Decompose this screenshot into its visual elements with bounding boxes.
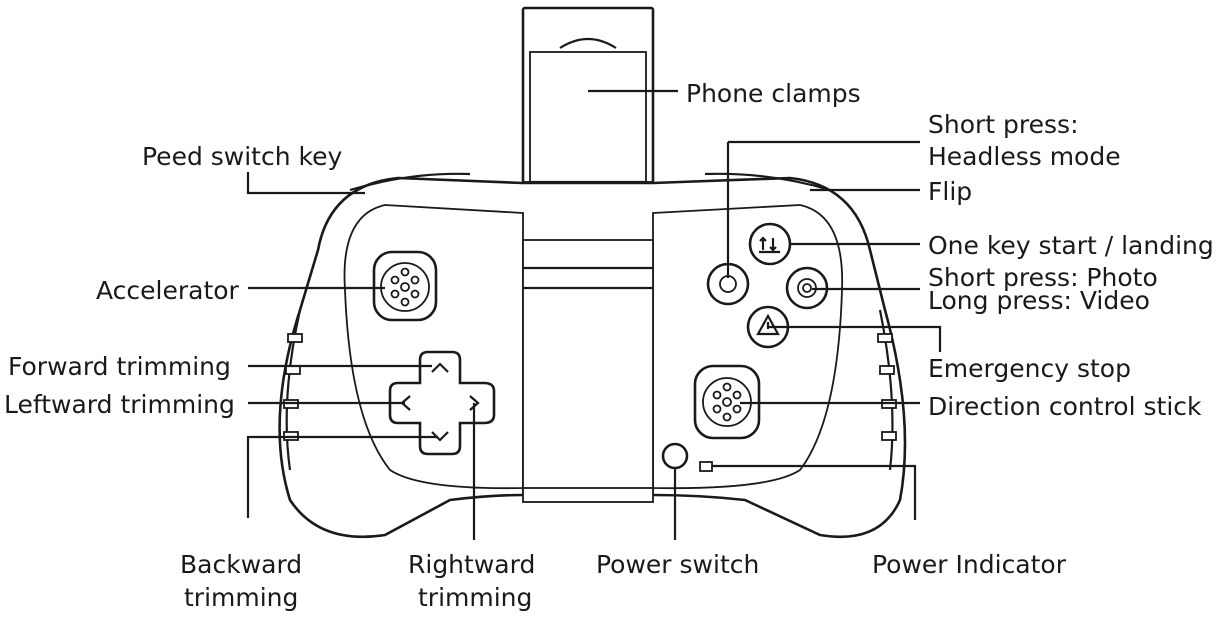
label-headless-mode: Headless mode <box>928 142 1121 171</box>
takeoff-landing-icon <box>759 236 780 254</box>
label-phone-clamps: Phone clamps <box>686 79 861 108</box>
label-video: Long press: Video <box>928 286 1150 315</box>
label-emergency-stop: Emergency stop <box>928 354 1131 383</box>
label-direction-control-stick: Direction control stick <box>928 392 1202 421</box>
label-backward-line2: trimming <box>184 583 298 612</box>
label-rightward-line2: trimming <box>418 583 532 612</box>
label-power-indicator: Power Indicator <box>872 550 1067 579</box>
label-leftward-trimming: Leftward trimming <box>4 390 235 419</box>
camera-icon <box>797 278 817 298</box>
label-flip: Flip <box>928 177 972 206</box>
headless-icon <box>719 275 737 293</box>
direction-control-stick <box>693 364 761 440</box>
right-buttons <box>706 222 829 349</box>
power-indicator-led <box>699 461 713 472</box>
label-photo: Short press: Photo <box>928 263 1158 292</box>
label-accelerator: Accelerator <box>96 276 240 305</box>
takeoff-landing-button[interactable] <box>748 222 792 266</box>
power-switch[interactable] <box>661 442 689 470</box>
label-rightward-line1: Rightward <box>408 550 535 579</box>
labels: Phone clamps Short press: Headless mode … <box>4 79 1214 612</box>
controller-body <box>278 172 907 539</box>
label-forward-trimming: Forward trimming <box>8 352 231 381</box>
label-one-key-start: One key start / landing <box>928 231 1214 260</box>
label-short-press: Short press: <box>928 110 1079 139</box>
accelerator-stick <box>372 250 438 322</box>
label-backward-line1: Backward <box>180 550 302 579</box>
label-power-switch: Power switch <box>596 550 759 579</box>
leader-lines <box>246 89 942 540</box>
label-peed-switch-key: Peed switch key <box>142 142 342 171</box>
